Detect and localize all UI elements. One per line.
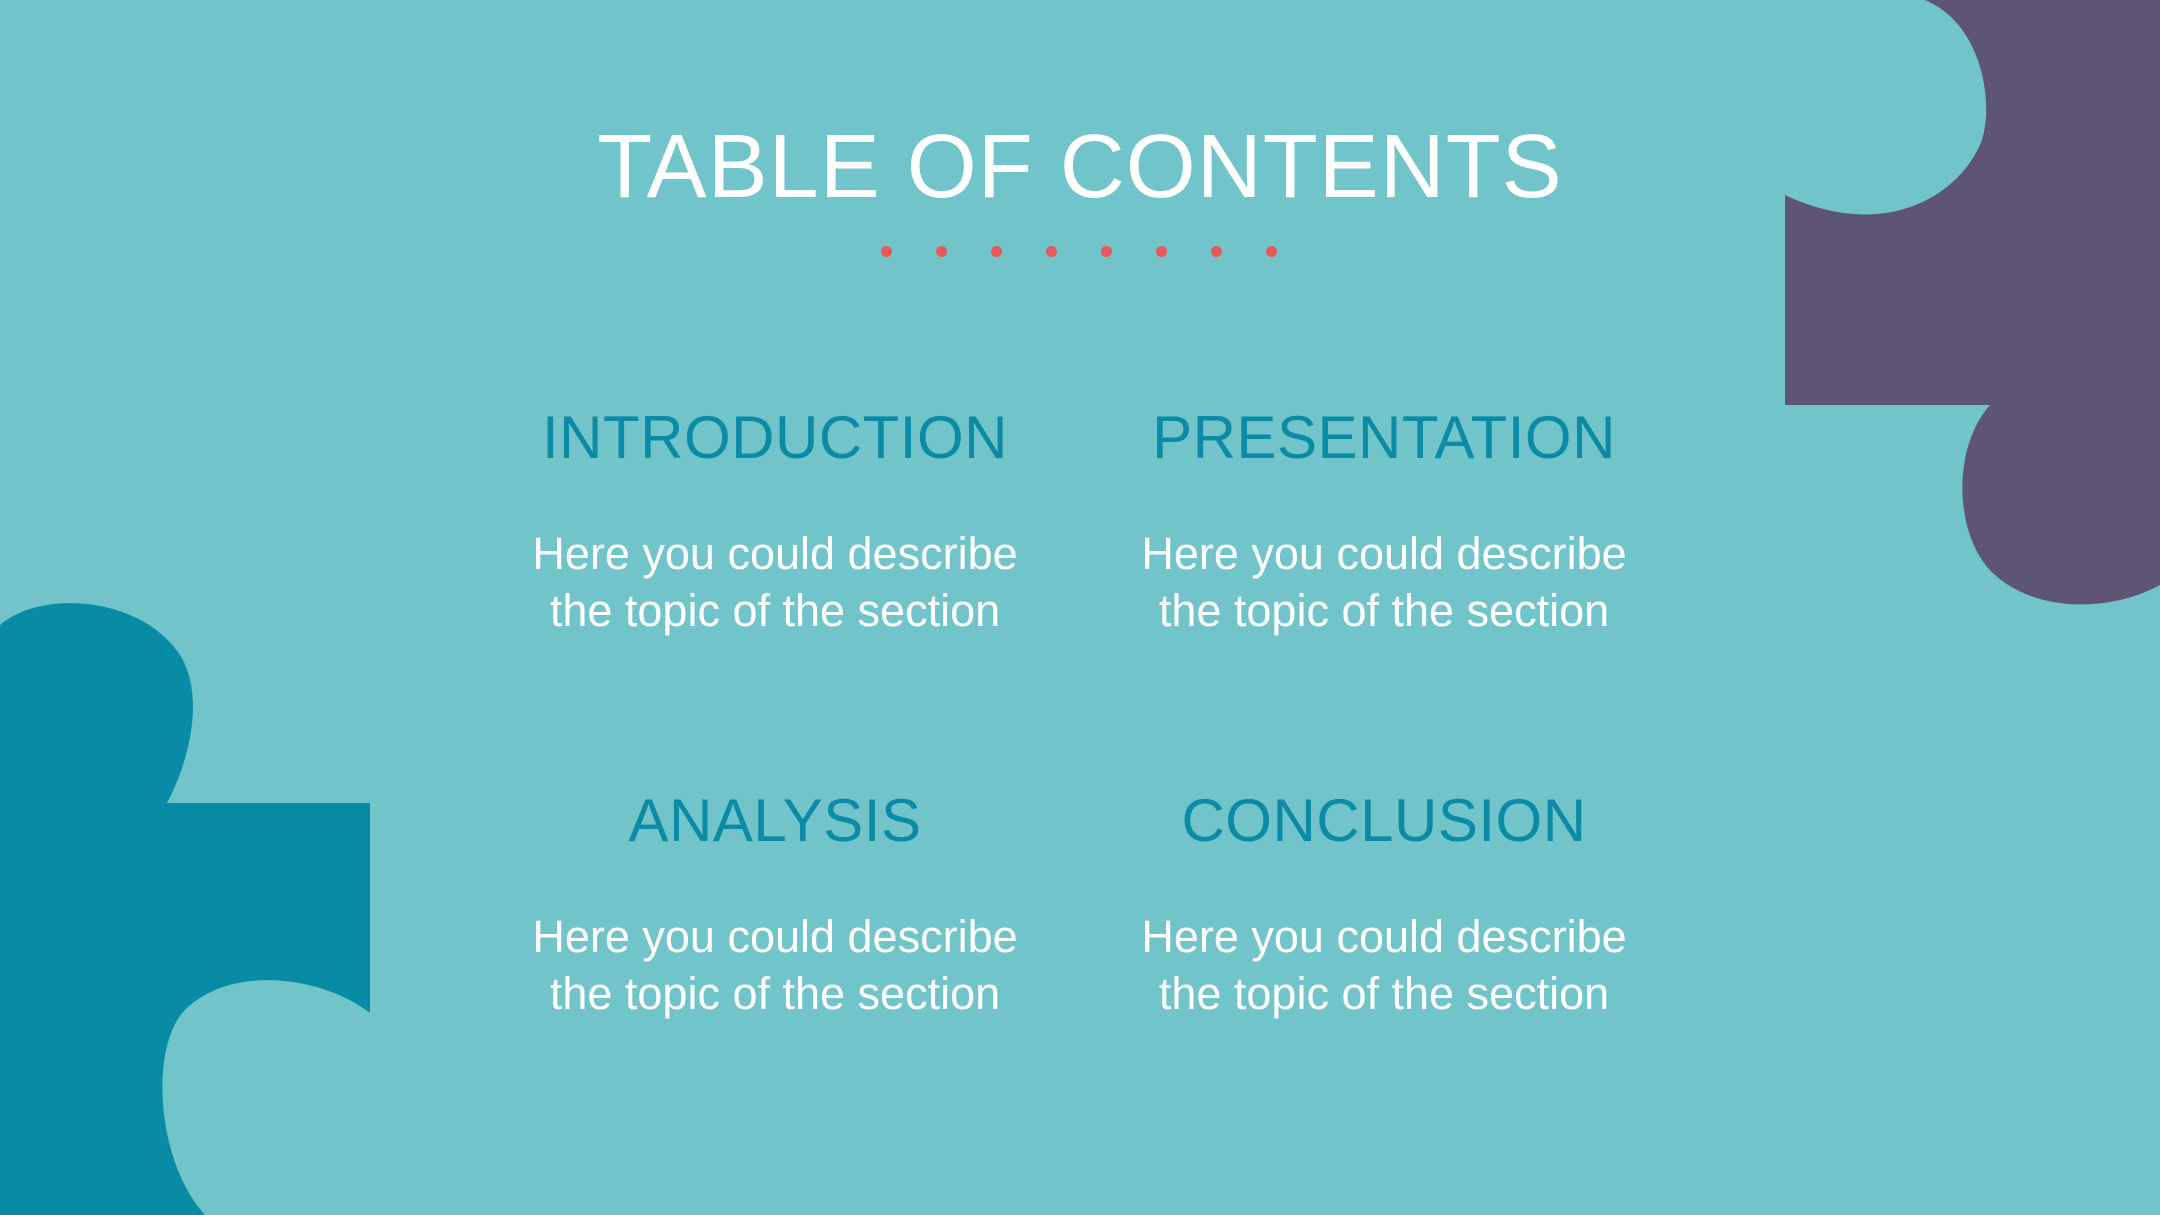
page-title: TABLE OF CONTENTS xyxy=(597,117,1563,217)
section-description: Here you could describe the topic of the… xyxy=(1141,911,1627,1019)
section-heading: ANALYSIS xyxy=(628,787,922,854)
divider-dot xyxy=(881,246,892,257)
section-heading: CONCLUSION xyxy=(1181,787,1587,854)
section-heading: INTRODUCTION xyxy=(542,404,1008,471)
divider-dot xyxy=(1266,246,1277,257)
puzzle-piece-teal-icon xyxy=(0,603,370,1215)
divider-dot xyxy=(991,246,1002,257)
divider-dot xyxy=(1156,246,1167,257)
section-presentation: PRESENTATION Here you could describe the… xyxy=(1104,403,1664,639)
section-heading: PRESENTATION xyxy=(1152,404,1616,471)
section-description: Here you could describe the topic of the… xyxy=(532,911,1018,1019)
puzzle-piece-purple-icon xyxy=(1785,0,2160,605)
divider-dot xyxy=(936,246,947,257)
section-conclusion: CONCLUSION Here you could describe the t… xyxy=(1104,786,1664,1022)
divider-dot xyxy=(1046,246,1057,257)
section-analysis: ANALYSIS Here you could describe the top… xyxy=(495,786,1055,1022)
section-introduction: INTRODUCTION Here you could describe the… xyxy=(495,403,1055,639)
divider-dot xyxy=(1101,246,1112,257)
divider-dot xyxy=(1211,246,1222,257)
section-description: Here you could describe the topic of the… xyxy=(1141,528,1627,636)
dots-divider xyxy=(0,245,2160,259)
section-description: Here you could describe the topic of the… xyxy=(532,528,1018,636)
